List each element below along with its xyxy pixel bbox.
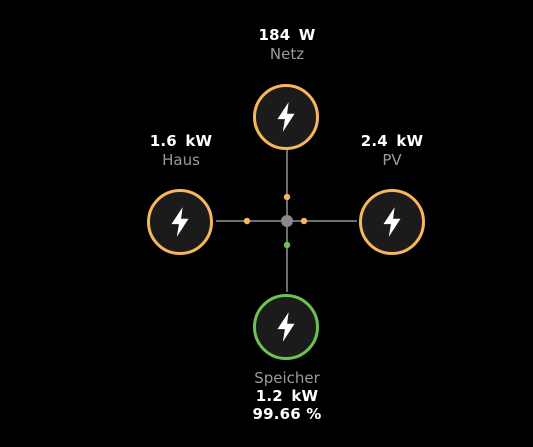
pv-node[interactable] [359,189,425,255]
netz-name: Netz [269,45,305,64]
speicher-power-value: 1.2 kW [255,387,319,406]
speicher-label: Speicher 1.2 kW 99.66 % [227,369,347,423]
speicher-soc-value: 99.66 % [252,404,322,423]
lightning-icon [383,207,401,237]
speicher-name: Speicher [254,369,320,387]
lightning-icon [277,312,295,342]
haus-node[interactable] [147,189,213,255]
netz-label: 184 W Netz [227,26,347,64]
speicher-node[interactable] [253,294,319,360]
flow-dot-netz [283,193,291,201]
haus-name: Haus [162,151,200,170]
haus-power-value: 1.6 kW [149,132,213,150]
pv-name: PV [382,151,402,170]
netz-node[interactable] [253,84,319,150]
haus-label: 1.6 kW Haus [121,132,241,170]
pv-power-value: 2.4 kW [360,132,424,150]
pv-label: 2.4 kW PV [332,132,452,170]
flow-dot-haus [243,217,251,225]
netz-power-value: 184 W [258,26,316,44]
lightning-icon [171,207,189,237]
lightning-icon [277,102,295,132]
flow-dot-pv [300,217,308,225]
hub-dot [281,215,293,227]
flow-dot-speicher [283,241,291,249]
